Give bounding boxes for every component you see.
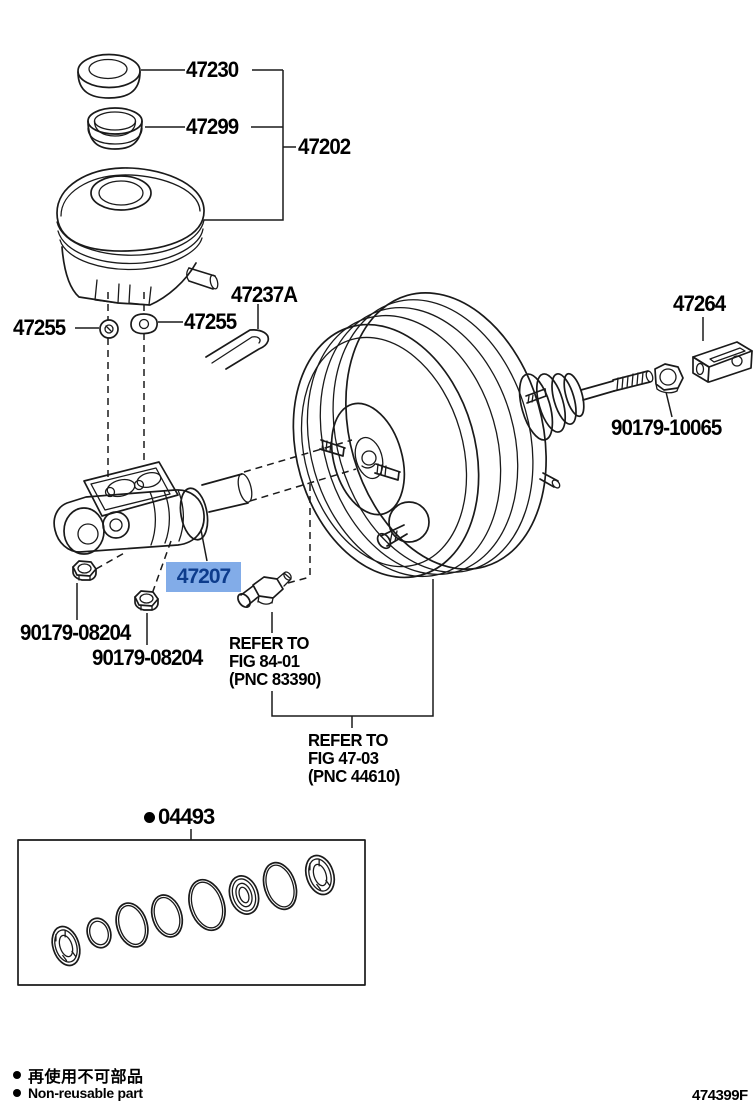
part-label-47230[interactable]: 47230 [186, 57, 239, 82]
part-label-47202[interactable]: 47202 [298, 134, 351, 159]
refer-note-fig-47-03: REFER TO FIG 47-03 (PNC 44610) [308, 730, 400, 786]
legend-non-reusable-en: Non-reusable part [13, 1085, 143, 1101]
part-label-47299[interactable]: 47299 [186, 114, 239, 139]
part-label-47255-left[interactable]: 47255 [13, 315, 66, 340]
part-label-47264[interactable]: 47264 [673, 291, 726, 316]
grommet-right-drawing [131, 314, 157, 334]
legend-non-reusable-jp: 再使用不可部品 [13, 1063, 144, 1087]
mounting-nut-drawing [135, 591, 158, 610]
master-cylinder-drawing [54, 462, 254, 554]
part-label-90179-10065[interactable]: 90179-10065 [611, 415, 722, 440]
reservoir-tank-drawing [57, 168, 219, 305]
clevis-drawing [693, 342, 752, 382]
legend-jp-text: 再使用不可部品 [28, 1069, 144, 1086]
part-label-90179-08204-a[interactable]: 90179-08204 [20, 620, 131, 645]
seal-ring-drawing [258, 858, 302, 913]
brake-booster-drawing [265, 269, 654, 600]
legend-en-text: Non-reusable part [28, 1085, 143, 1101]
mounting-nut-drawing [73, 561, 96, 580]
part-label-47207-selected[interactable]: 47207 [166, 562, 241, 592]
repair-kit-box-drawing [18, 840, 365, 985]
grommet-left-drawing [100, 320, 118, 338]
refer-note-fig-84-01: REFER TO FIG 84-01 (PNC 83390) [229, 633, 321, 689]
kit-part-number: 04493 [158, 804, 215, 829]
seal-ring-drawing [225, 872, 264, 918]
seal-ring-drawing [83, 915, 114, 951]
kit-part-label-04493[interactable]: 04493 [144, 804, 215, 829]
pressure-switch-drawing [235, 571, 292, 610]
part-label-90179-08204-b[interactable]: 90179-08204 [92, 645, 203, 670]
seal-ring-drawing [147, 891, 188, 941]
reservoir-cap-drawing [78, 55, 140, 99]
reservoir-filter-drawing [88, 108, 142, 149]
seal-ring-drawing [301, 852, 339, 898]
figure-code: 474399F [692, 1087, 748, 1104]
non-reusable-marker-icon [144, 811, 155, 823]
part-label-47255-right[interactable]: 47255 [184, 309, 237, 334]
part-label-47237A[interactable]: 47237A [231, 282, 298, 307]
seal-ring-drawing [183, 875, 231, 935]
seal-ring-drawing [47, 923, 84, 969]
lock-nut-drawing [655, 364, 683, 393]
clip-pin-drawing [206, 330, 268, 369]
non-reusable-marker-icon [13, 1089, 21, 1097]
seal-ring-drawing [111, 899, 153, 951]
non-reusable-marker-icon [13, 1071, 21, 1079]
